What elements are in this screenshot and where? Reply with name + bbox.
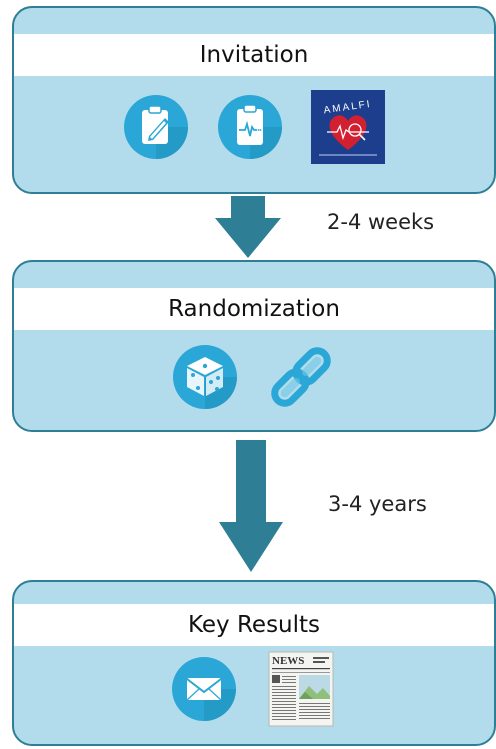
dice-icon: [173, 345, 237, 409]
stage-title-randomization: Randomization: [14, 288, 494, 330]
flow-arrow-down-1: [215, 196, 281, 258]
flow-arrow-down-2: [219, 440, 283, 572]
duration-label-1: 2-4 weeks: [327, 210, 435, 234]
clipboard-ecg-icon: [218, 95, 282, 159]
randomization-icon-row: [14, 342, 494, 412]
envelope-icon: [172, 657, 236, 721]
stage-invitation-panel: Invitation AMALFI: [12, 6, 496, 194]
stage-randomization-panel: Randomization: [12, 260, 496, 432]
stage-title-results: Key Results: [14, 604, 494, 646]
stage-title-invitation: Invitation: [14, 34, 494, 76]
chain-link-icon: [271, 347, 331, 407]
invitation-icon-row: AMALFI: [14, 90, 494, 164]
stage-results-panel: Key Results NEWS: [12, 580, 496, 746]
amalfi-logo: AMALFI: [311, 90, 385, 164]
svg-text:NEWS: NEWS: [272, 655, 304, 667]
clipboard-pencil-icon: [124, 95, 188, 159]
results-icon-row: NEWS: [14, 650, 494, 728]
duration-label-2: 3-4 years: [328, 492, 427, 516]
newspaper-icon: NEWS: [268, 651, 334, 727]
